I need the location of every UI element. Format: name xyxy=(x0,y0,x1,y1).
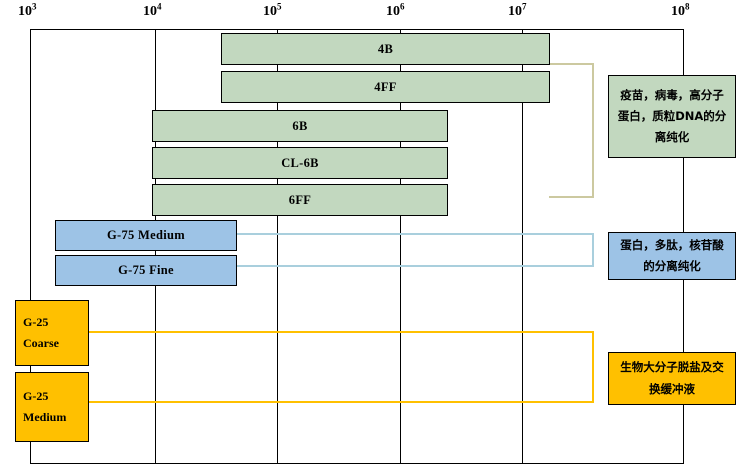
bar-g75-fine[interactable]: G-75 Fine xyxy=(55,255,237,286)
gridline-4 xyxy=(522,29,523,464)
bar-g25-coarse[interactable]: G-25 Coarse xyxy=(15,300,89,366)
note-dextran-applications: 蛋白，多肽，核苷酸的分离纯化 xyxy=(608,232,736,280)
gridline-3 xyxy=(400,29,401,464)
bar-label-g25-medium-line1: G-25 xyxy=(23,389,49,403)
bar-label-6b: 6B xyxy=(292,118,308,133)
bar-label-4b: 4B xyxy=(377,41,394,56)
bar-label-6ff: 6FF xyxy=(288,192,312,207)
gridline-2 xyxy=(277,29,278,464)
gridline-0 xyxy=(30,29,31,464)
bar-label-cl-6b: CL-6B xyxy=(281,155,319,170)
bar-label-4ff: 4FF xyxy=(374,79,397,94)
bar-4ff[interactable]: 4FF xyxy=(221,71,550,103)
bracket-dextran-group xyxy=(236,233,594,267)
x-tick-label-1: 104 xyxy=(143,1,162,19)
x-tick-label-4: 107 xyxy=(508,1,527,19)
x-tick-label-3: 106 xyxy=(386,1,405,19)
x-tick-label-5: 108 xyxy=(671,1,690,19)
bar-g25-medium[interactable]: G-25 Medium xyxy=(15,372,89,442)
bar-label-g25-medium-line2: Medium xyxy=(23,410,67,424)
bar-label-g25-coarse-line2: Coarse xyxy=(23,336,59,350)
bar-4b[interactable]: 4B xyxy=(221,33,550,65)
bar-6b[interactable]: 6B xyxy=(152,110,448,142)
note-agarose-applications: 疫苗，病毒，高分子蛋白，质粒DNA的分离纯化 xyxy=(608,75,736,158)
bracket-desalting-group xyxy=(88,331,594,403)
x-axis-line xyxy=(30,29,683,30)
bracket-agarose-group xyxy=(549,63,594,198)
bar-label-g75-fine: G-75 Fine xyxy=(118,263,174,277)
bar-cl-6b[interactable]: CL-6B xyxy=(152,147,448,179)
bar-g75-medium[interactable]: G-75 Medium xyxy=(55,220,237,251)
x-tick-label-2: 105 xyxy=(263,1,282,19)
bar-label-g75-medium: G-75 Medium xyxy=(107,228,185,242)
bar-6ff[interactable]: 6FF xyxy=(152,184,448,216)
bar-label-g25-coarse-line1: G-25 xyxy=(23,315,49,329)
x-tick-label-0: 103 xyxy=(18,1,37,19)
chart-frame-bottom xyxy=(30,463,683,464)
note-desalting-applications: 生物大分子脱盐及交换缓冲液 xyxy=(608,352,736,405)
